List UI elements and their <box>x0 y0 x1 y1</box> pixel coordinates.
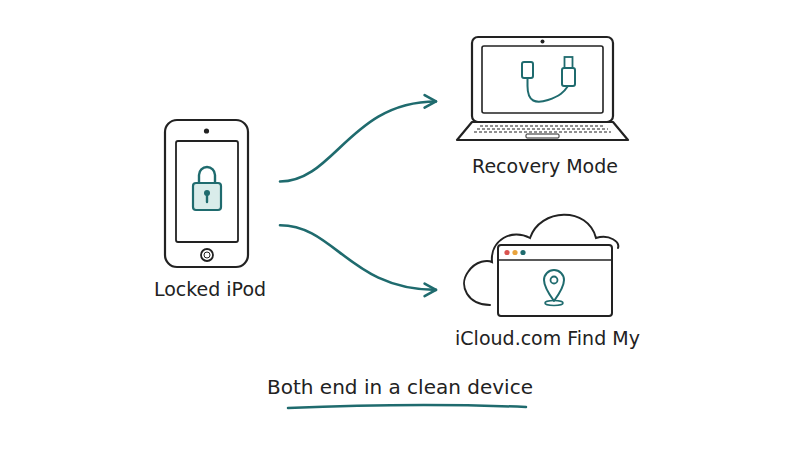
keyhole-slot <box>206 195 208 202</box>
device-node: Locked iPod <box>150 115 270 305</box>
browser-dot <box>504 250 509 255</box>
flow-arrow <box>280 95 436 181</box>
browser-window <box>498 245 612 316</box>
ipod-camera <box>204 128 209 133</box>
node-label: Recovery Mode <box>450 154 640 178</box>
icloud-illustration <box>450 200 645 325</box>
laptop-lid <box>472 37 613 122</box>
browser-dot <box>512 250 517 255</box>
usb-connector <box>562 68 575 86</box>
usb-tip <box>565 57 573 68</box>
laptop-camera <box>541 40 545 44</box>
method-node: iCloud.com Find My <box>450 200 645 355</box>
pin-center <box>551 277 558 284</box>
arrow-head <box>425 95 436 107</box>
arrow-head <box>425 284 436 296</box>
cable-plug <box>522 62 533 78</box>
node-label: iCloud.com Find My <box>450 326 645 350</box>
arrow-line <box>280 101 436 181</box>
home-button <box>201 249 213 261</box>
pin-base <box>545 301 563 306</box>
keyboard-rows <box>474 126 611 132</box>
trackpad <box>526 134 559 138</box>
ipod-body <box>165 120 248 267</box>
laptop-illustration <box>450 30 640 150</box>
flow-arrow <box>280 225 436 296</box>
laptop-base <box>457 122 628 140</box>
underline-stroke <box>288 405 526 408</box>
method-node: Recovery Mode <box>450 30 640 182</box>
ipod-illustration <box>150 115 270 275</box>
browser-dot <box>520 250 525 255</box>
ipod-screen <box>176 141 238 242</box>
caption: Both end in a clean device <box>0 374 800 400</box>
browser-bar <box>498 259 612 261</box>
location-pin <box>544 270 564 301</box>
lock-shackle <box>199 167 215 183</box>
node-label: Locked iPod <box>150 277 270 301</box>
home-button-inner <box>204 252 210 258</box>
arrow-line <box>280 225 436 290</box>
lock-body <box>193 183 221 210</box>
laptop-screen <box>482 46 603 113</box>
